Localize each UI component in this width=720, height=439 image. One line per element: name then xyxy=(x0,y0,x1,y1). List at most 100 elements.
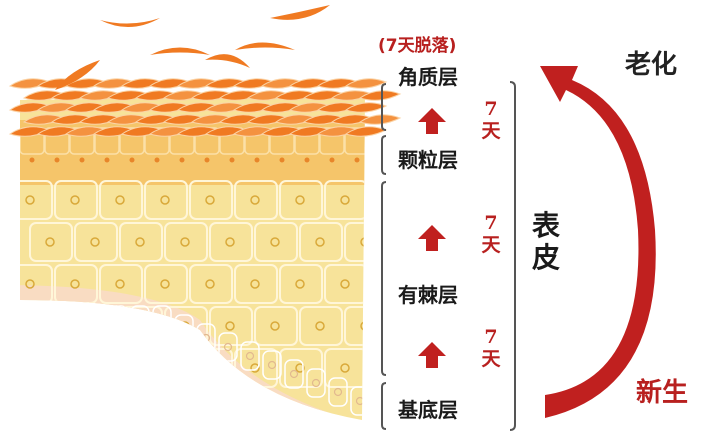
cell xyxy=(254,306,298,346)
cell xyxy=(340,363,350,373)
shed-note: (7天脱落) xyxy=(378,36,457,56)
cell xyxy=(344,222,365,262)
cell xyxy=(144,348,188,388)
renewal-cycle-arrow xyxy=(540,66,656,418)
cell xyxy=(250,195,260,205)
cell xyxy=(295,279,305,289)
cell xyxy=(144,180,188,220)
cell xyxy=(340,195,350,205)
cell xyxy=(180,237,190,247)
cell xyxy=(164,222,208,262)
cell xyxy=(295,363,305,373)
cell xyxy=(234,264,278,304)
cell xyxy=(25,363,35,373)
cell xyxy=(104,157,110,163)
layer-label-corneum: 角质层 xyxy=(398,65,458,89)
cell xyxy=(360,321,365,331)
cell xyxy=(333,387,343,397)
cell xyxy=(180,321,190,331)
cell xyxy=(99,348,143,388)
cell xyxy=(20,305,40,335)
cell xyxy=(54,180,98,220)
cell xyxy=(25,279,35,289)
layer-brackets xyxy=(381,81,516,431)
cell xyxy=(160,363,170,373)
cell xyxy=(135,237,145,247)
cell xyxy=(358,114,402,125)
cell xyxy=(86,305,106,335)
cell xyxy=(354,157,360,163)
cell xyxy=(270,321,280,331)
cell xyxy=(279,157,285,163)
cell xyxy=(344,127,365,155)
cell xyxy=(250,363,260,373)
cell xyxy=(225,321,235,331)
cell xyxy=(299,306,343,346)
new-growth-label: 新生 xyxy=(636,378,689,408)
cell xyxy=(99,180,143,220)
cell xyxy=(205,195,215,205)
cell xyxy=(119,222,163,262)
cell xyxy=(245,351,255,361)
cell xyxy=(115,279,125,289)
layer-label-basal: 基底层 xyxy=(398,398,458,422)
cell xyxy=(289,369,299,379)
cell xyxy=(324,264,365,304)
cell xyxy=(324,348,365,388)
cell xyxy=(340,279,350,289)
cell xyxy=(154,157,160,163)
up-arrow-icon xyxy=(418,225,446,251)
layer-label-granular: 颗粒层 xyxy=(398,148,458,172)
cell xyxy=(295,195,305,205)
cell xyxy=(344,306,365,346)
cell xyxy=(90,321,100,331)
cell xyxy=(29,222,73,262)
cell xyxy=(205,279,215,289)
cell xyxy=(179,157,185,163)
cell xyxy=(69,315,79,325)
cell xyxy=(270,237,280,247)
cell xyxy=(160,279,170,289)
cell xyxy=(91,315,101,325)
cell xyxy=(20,180,53,220)
cell xyxy=(113,315,123,325)
cell xyxy=(144,264,188,304)
cell xyxy=(344,102,388,113)
epidermis-label: 表皮 xyxy=(532,209,561,274)
cell xyxy=(358,90,402,101)
cell xyxy=(189,264,233,304)
cell xyxy=(304,157,310,163)
cell xyxy=(315,321,325,331)
cell xyxy=(279,180,323,220)
cell xyxy=(42,305,62,335)
cell xyxy=(90,237,100,247)
up-arrow-icon xyxy=(418,342,446,368)
up-arrows xyxy=(418,108,446,368)
layer-label-spinous: 有棘层 xyxy=(398,283,458,307)
cell xyxy=(284,359,304,389)
cell xyxy=(45,237,55,247)
cell xyxy=(135,321,145,331)
cell xyxy=(250,279,260,289)
cell xyxy=(108,305,128,335)
cell xyxy=(279,264,323,304)
cell xyxy=(254,222,298,262)
cell xyxy=(229,157,235,163)
shedding-flakes xyxy=(55,5,330,90)
cell xyxy=(267,360,277,370)
cell xyxy=(115,363,125,373)
cell xyxy=(306,368,326,398)
cell xyxy=(99,264,143,304)
cell xyxy=(29,306,73,346)
cell xyxy=(157,315,167,325)
cell xyxy=(70,279,80,289)
cell xyxy=(324,180,365,220)
cell xyxy=(299,222,343,262)
cell xyxy=(54,348,98,388)
cell xyxy=(204,157,210,163)
cell xyxy=(74,306,118,346)
cell xyxy=(54,157,60,163)
cell xyxy=(189,180,233,220)
